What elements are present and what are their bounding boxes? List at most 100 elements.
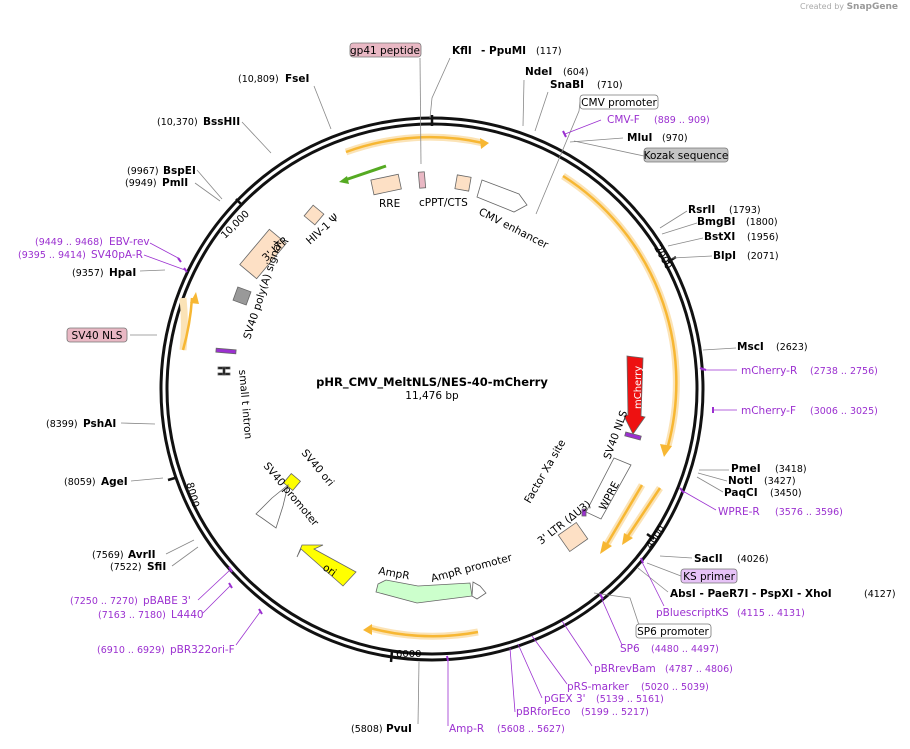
lead-l4440 <box>202 585 231 614</box>
primer-pgex3-pos: (5139 .. 5161) <box>596 694 664 705</box>
label-small-t: small t intron <box>236 369 254 439</box>
enzyme-bsshii-pos: (10,370) <box>157 117 198 128</box>
tick-label-6000: 6000 <box>396 649 421 660</box>
lead-rsrii <box>659 210 688 229</box>
enzyme-pmei-pos: (3418) <box>775 464 807 475</box>
rre-box <box>370 173 402 196</box>
primer-l4440: L4440 <box>171 609 204 621</box>
primer-cmv-f: CMV-F <box>607 114 640 126</box>
enzyme-avrii: AvrII <box>128 549 156 561</box>
wpre-arrow <box>585 457 632 520</box>
primer-pgex3: pGEX 3' <box>544 693 586 705</box>
ks-primer-box <box>680 568 738 584</box>
primer-sv40pa-r: SV40pA-R <box>91 249 143 261</box>
primer-sp6: SP6 <box>620 643 640 655</box>
enzyme-ndei: NdeI <box>525 66 552 78</box>
lead-cmv-f <box>564 119 602 135</box>
kozak-box <box>643 147 729 163</box>
hiv-arrow <box>344 164 387 182</box>
lead-msci <box>702 347 737 351</box>
lead-kfli <box>429 57 451 119</box>
primer-pbluescriptks: pBluescriptKS <box>656 607 729 619</box>
lead-pbrforeco <box>509 647 516 713</box>
orf-right-head <box>660 444 672 457</box>
primer-leaders <box>143 119 737 726</box>
enzyme-pmli-pos: (9949) <box>125 178 157 189</box>
cmv-promoter-box <box>579 94 659 110</box>
enzyme-paqci: PaqCI <box>724 487 758 499</box>
enzyme-bstxi: BstXI <box>704 231 735 243</box>
mcherry-arrow <box>623 355 646 435</box>
lead-noti <box>697 472 728 482</box>
ampr-arrow <box>375 579 473 604</box>
tick-label-4000: 4000 <box>644 524 668 551</box>
sp6-promoter-box <box>635 623 712 639</box>
mark-amp-r <box>446 655 449 662</box>
label-ampr: AmpR <box>377 565 410 582</box>
lead-gp41 <box>419 57 422 165</box>
label-cmv-enhancer: CMV enhancer <box>477 206 551 252</box>
snapgene-logo: SnapGene <box>846 2 898 12</box>
enzyme-mlui: MluI <box>627 132 652 144</box>
primer-pbr322ori-f-pos: (6910 .. 6929) <box>97 645 165 656</box>
primer-pbluescriptks-pos: (4115 .. 4131) <box>737 608 805 619</box>
enzyme-fsei-pos: (10,809) <box>238 74 279 85</box>
lead-bsshii <box>241 121 272 154</box>
label-mcherry: mCherry <box>633 366 644 409</box>
enzyme-bmgbi: BmgBI <box>697 216 735 228</box>
lead-sp6-promoter <box>593 592 641 629</box>
lead-pvui <box>417 661 420 725</box>
enzyme-snabi: SnaBI <box>550 79 584 91</box>
small-t-stem <box>222 366 226 376</box>
gp41-label: gp41 peptide <box>350 45 420 57</box>
orf-bottom <box>369 626 479 638</box>
gp41-box <box>349 42 422 58</box>
enzyme-pshai: PshAI <box>83 418 116 430</box>
mark-pbr322 <box>258 608 263 615</box>
enzyme-absi-group: AbsI - PaeR7I - PspXI - XhoI <box>670 588 832 600</box>
lead-absi <box>637 567 669 593</box>
enzyme-mlui-pos: (970) <box>662 133 688 144</box>
enzyme-ppumi-pos: (117) <box>536 46 562 57</box>
ltr-du3-box <box>557 521 589 553</box>
lead-ks-primer <box>646 562 682 577</box>
snapgene-credit: Created by SnapGene <box>800 2 898 12</box>
enzyme-fsei: FseI <box>285 73 309 85</box>
orf-arrows <box>179 133 680 640</box>
lead-sp6 <box>599 594 623 646</box>
sp6-promoter-label: SP6 promoter <box>637 626 709 638</box>
mark-cmv-f <box>562 130 567 138</box>
enzyme-sfii-pos: (7522) <box>110 562 142 573</box>
enzyme-avrii-pos: (7569) <box>92 550 124 561</box>
label-ampr-promoter: AmpR promoter <box>430 552 514 585</box>
orf-lower-b-head <box>622 533 633 545</box>
orf-top-head <box>480 138 489 149</box>
primer-sv40pa-r-pos: (9395 .. 9414) <box>18 250 86 261</box>
nls-mark <box>624 431 642 441</box>
cppt-box <box>417 171 427 189</box>
lead-bspei <box>196 169 223 200</box>
primer-mcherry-r-pos: (2738 .. 2756) <box>810 366 878 377</box>
mark-sv40pa <box>183 267 188 273</box>
cmv-enhancer-arrow <box>476 179 528 213</box>
label-factor-xa: Factor Xa site <box>522 438 568 506</box>
lead-ndei <box>522 79 525 127</box>
primer-mcherry-f: mCherry-F <box>741 405 796 417</box>
lead-pbabe3 <box>197 569 231 601</box>
hiv-arrow-head <box>339 176 349 184</box>
primer-amp-r: Amp-R <box>449 723 484 735</box>
hiv-psi-box <box>303 204 325 226</box>
orf-bottom-head <box>363 624 372 635</box>
enzyme-noti: NotI <box>728 475 753 487</box>
enzyme-pshai-pos: (8399) <box>46 419 78 430</box>
mark-wpre-r <box>679 487 685 494</box>
tick-6000 <box>389 650 394 663</box>
enzyme-pmli: PmlI <box>162 177 188 189</box>
primer-pbrforeco-pos: (5199 .. 5217) <box>581 707 649 718</box>
enzyme-pmei: PmeI <box>731 463 761 475</box>
cppt-small-box <box>454 174 472 192</box>
enzyme-bmgbi-pos: (1800) <box>746 217 778 228</box>
tick-8000 <box>167 476 176 482</box>
enzyme-sacii-pos: (4026) <box>737 554 769 565</box>
